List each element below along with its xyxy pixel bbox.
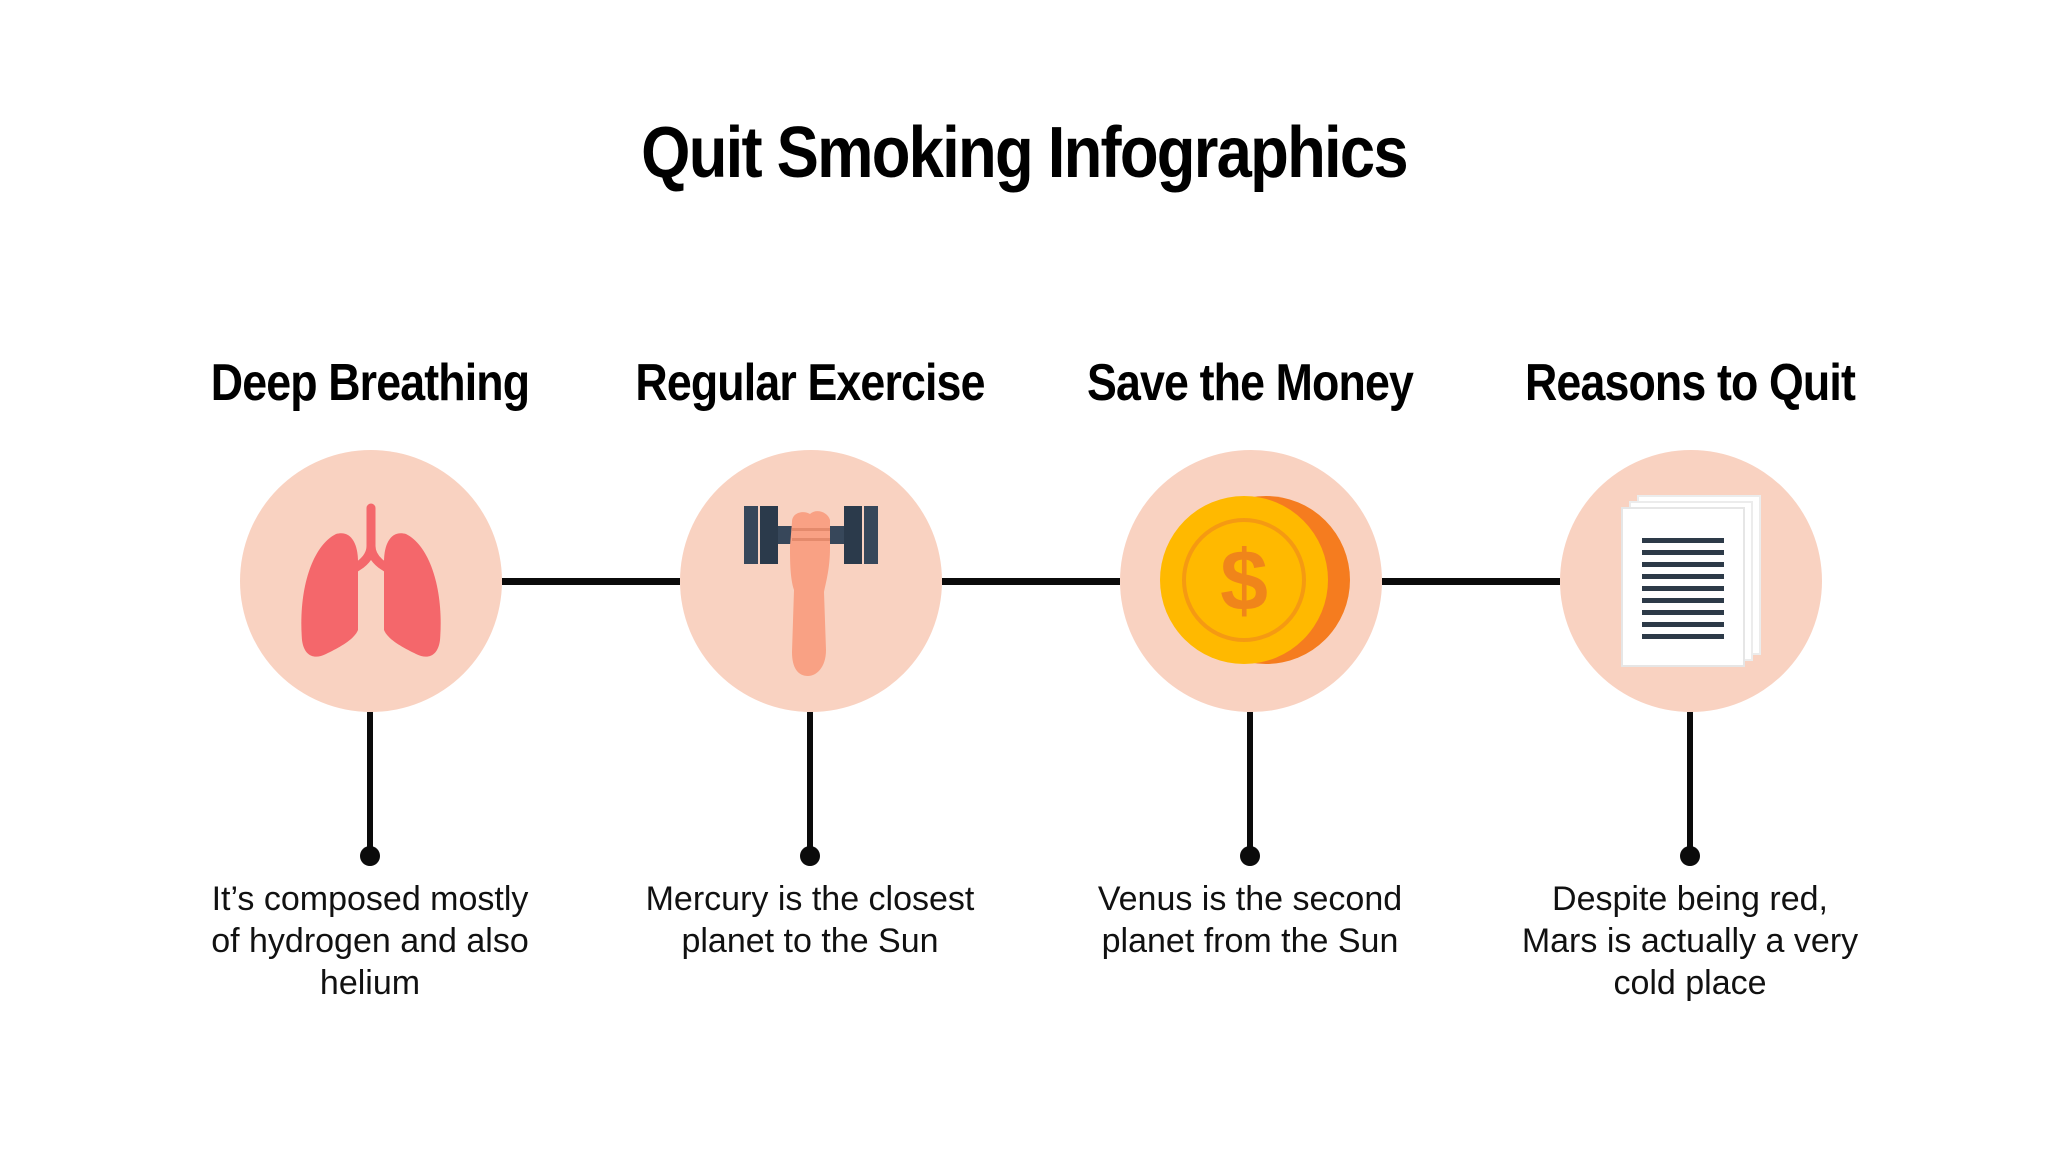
icon-circle: $ — [1120, 450, 1382, 712]
stem-line — [1247, 712, 1253, 856]
icon-circle — [240, 450, 502, 712]
document-icon — [1621, 495, 1761, 667]
step-description: It’s composed mostly of hydrogen and als… — [211, 880, 529, 1002]
step-reasons-to-quit: Reasons to Quit Despite being red, Mars … — [1470, 350, 1910, 1030]
step-heading: Save the Money — [1087, 354, 1414, 412]
step-deep-breathing: Deep Breathing It’s composed mostly of h… — [150, 350, 590, 1030]
stem-line — [807, 712, 813, 856]
step-regular-exercise: Regular Exercise Mercury is the closest … — [590, 350, 1030, 1030]
stem-dot — [1680, 846, 1700, 866]
svg-text:$: $ — [1220, 533, 1268, 629]
stem-dot — [1240, 846, 1260, 866]
stem-dot — [800, 846, 820, 866]
stem-dot — [360, 846, 380, 866]
dumbbell-icon — [744, 506, 878, 676]
coin-icon: $ — [1160, 496, 1350, 664]
stem-line — [367, 712, 373, 856]
step-heading: Reasons to Quit — [1525, 354, 1856, 412]
connector-line-3 — [1382, 578, 1560, 585]
icon-circle — [680, 450, 942, 712]
connector-line-1 — [502, 578, 680, 585]
icon-circle — [1560, 450, 1822, 712]
step-description: Venus is the second planet from the Sun — [1097, 880, 1403, 960]
page-title: Quit Smoking Infographics — [641, 113, 1408, 193]
connector-line-2 — [942, 578, 1120, 585]
step-heading: Deep Breathing — [210, 354, 530, 412]
step-heading: Regular Exercise — [635, 354, 985, 412]
step-description: Mercury is the closest planet to the Sun — [645, 880, 975, 960]
step-save-the-money: Save the Money $ Venus is the second pla… — [1030, 350, 1470, 1030]
step-description: Despite being red, Mars is actually a ve… — [1521, 880, 1859, 1002]
lungs-icon — [301, 503, 441, 657]
stem-line — [1687, 712, 1693, 856]
